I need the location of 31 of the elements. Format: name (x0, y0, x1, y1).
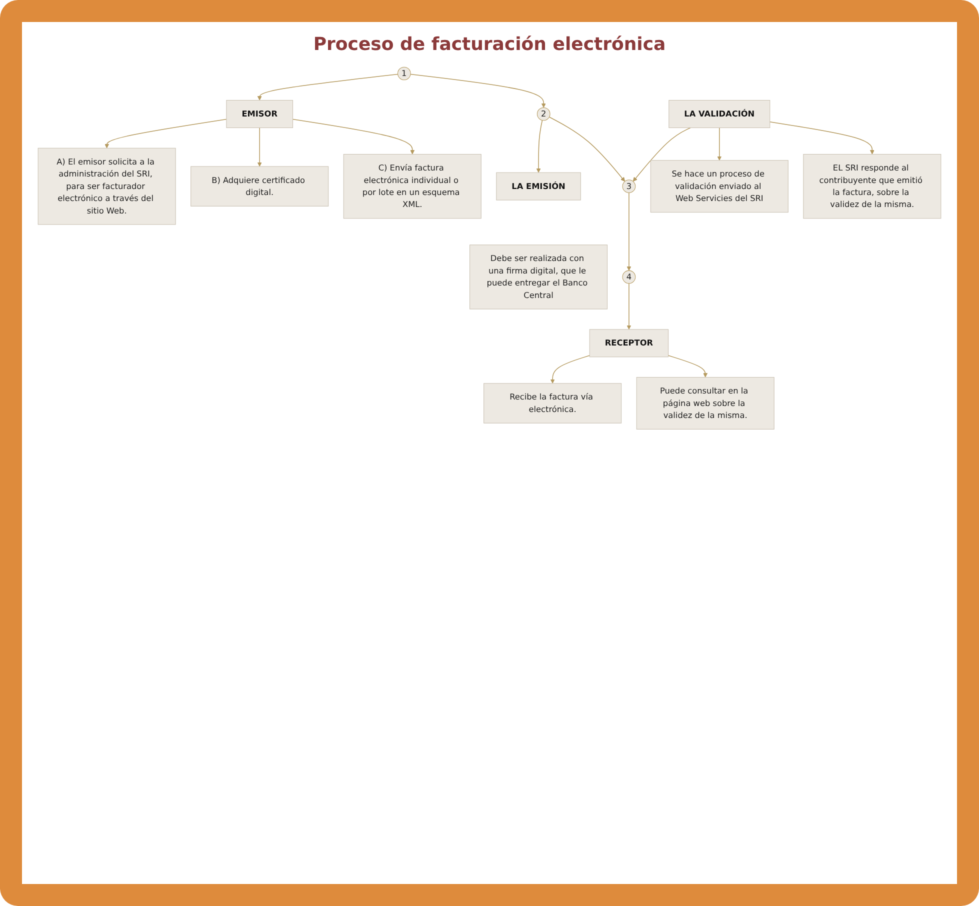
arrow (104, 118, 227, 148)
arrow (626, 192, 632, 271)
arrow (548, 116, 626, 182)
diagram-title: Proceso de facturación electrónica (313, 34, 666, 55)
node-box (589, 329, 669, 358)
node-box (496, 172, 581, 200)
node-box (484, 383, 622, 424)
arrow (410, 74, 546, 108)
arrow (257, 127, 262, 167)
node-box (190, 166, 329, 206)
arrow (536, 120, 543, 173)
node-circle (622, 180, 636, 193)
node-circle (397, 66, 411, 80)
arrow (550, 355, 590, 384)
node-box (470, 244, 608, 310)
arrow (257, 74, 398, 100)
node-box (343, 154, 482, 219)
arrow (770, 122, 874, 154)
arrow (292, 118, 415, 154)
node-box (636, 377, 774, 430)
node-box (668, 100, 770, 128)
arrow (717, 127, 722, 161)
arrow (626, 283, 632, 330)
node-circle (536, 107, 550, 121)
arrow (632, 127, 691, 182)
node-circle (622, 270, 636, 284)
node-box (226, 100, 294, 128)
node-box (38, 148, 176, 225)
node-box (803, 154, 942, 219)
node-box (650, 160, 788, 213)
arrow (668, 355, 708, 378)
